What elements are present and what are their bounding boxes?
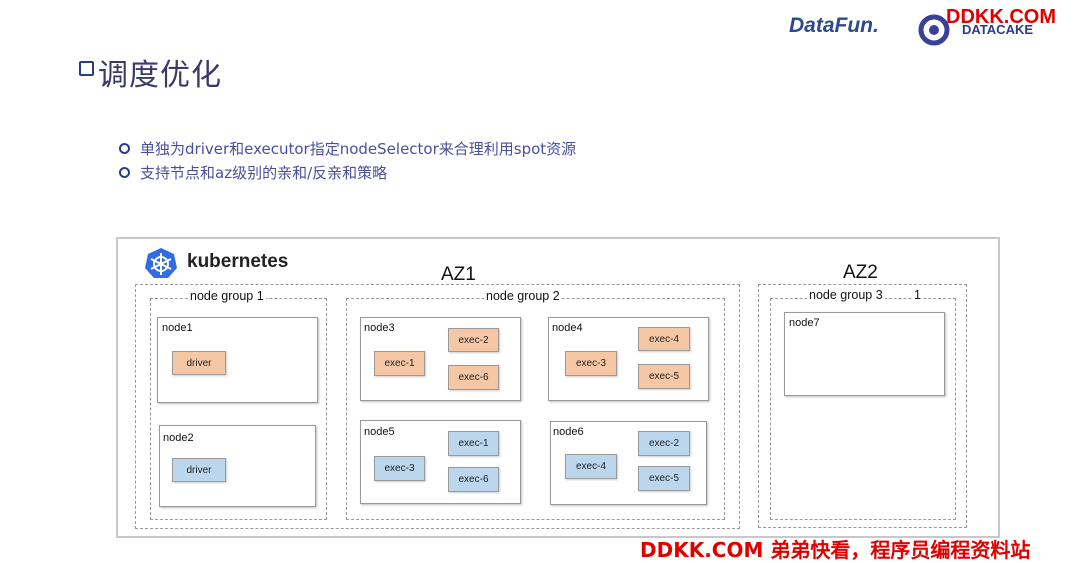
- az1-zone: [135, 284, 740, 529]
- node3-label: node3: [364, 322, 395, 334]
- pod-exec: exec-1: [374, 351, 425, 376]
- node7-label: node7: [789, 317, 820, 329]
- pod-exec: exec-2: [448, 328, 499, 352]
- pod-exec: exec-5: [638, 466, 690, 491]
- pod-exec: exec-5: [638, 364, 690, 389]
- ddkk-watermark-top: DDKK.COM: [946, 6, 1056, 28]
- az2-label: AZ2: [843, 262, 878, 283]
- pod-exec: exec-6: [448, 365, 499, 390]
- pod-exec: exec-4: [638, 327, 690, 351]
- bullet-icon: [119, 167, 130, 178]
- bullet-text-2: 支持节点和az级别的亲和/反亲和策略: [140, 164, 388, 182]
- pod-driver: driver: [172, 458, 226, 482]
- node6-label: node6: [553, 426, 584, 438]
- node2-label: node2: [163, 432, 194, 444]
- node7-box: [784, 312, 945, 396]
- datacake-logo-icon: [918, 14, 950, 46]
- node4-label: node4: [552, 322, 583, 334]
- title-bullet-square: [79, 61, 94, 76]
- datafun-logo: DataFun.: [789, 14, 879, 38]
- kubernetes-icon: [144, 247, 178, 279]
- pod-exec: exec-3: [374, 456, 425, 481]
- bullet-icon: [119, 143, 130, 154]
- pod-exec: exec-1: [448, 431, 499, 456]
- node-group-1-label: node group 1: [188, 289, 266, 303]
- az1-label: AZ1: [441, 264, 476, 285]
- datafun-logo-text: DataFun.: [789, 14, 879, 37]
- node-group-3-label: node group 3: [807, 288, 885, 302]
- node5-label: node5: [364, 426, 395, 438]
- bullet-text-1: 单独为driver和executor指定nodeSelector来合理利用spo…: [140, 140, 577, 158]
- node1-box: [157, 317, 318, 403]
- pod-exec: exec-3: [565, 351, 617, 376]
- node-group-3-label-extra: 1: [912, 288, 923, 302]
- node-group-2-label: node group 2: [484, 289, 562, 303]
- pod-driver: driver: [172, 351, 226, 375]
- node1-label: node1: [162, 322, 193, 334]
- az2-zone: [758, 284, 967, 528]
- pod-exec: exec-4: [565, 454, 617, 479]
- pod-exec: exec-6: [448, 467, 499, 492]
- ddkk-watermark-bottom: DDKK.COM 弟弟快看，程序员编程资料站: [640, 538, 1031, 562]
- datacake-logo-text: DATACAKE: [962, 22, 1034, 37]
- page-title: 调度优化: [98, 58, 222, 93]
- pod-exec: exec-2: [638, 431, 690, 456]
- kubernetes-label: kubernetes: [187, 251, 289, 272]
